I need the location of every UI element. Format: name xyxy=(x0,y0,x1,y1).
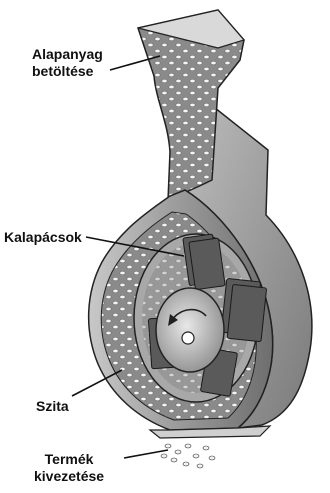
feed-label-line1: Alapanyag xyxy=(32,46,103,63)
rotor-hub xyxy=(182,332,194,344)
output-label-line1: Termék xyxy=(34,451,104,468)
feed-label: Alapanyag betöltése xyxy=(32,46,103,80)
product-particles xyxy=(161,444,215,468)
rotor-disc xyxy=(156,288,224,372)
output-label: Termék kivezetése xyxy=(34,451,104,485)
hammers-label: Kalapácsok xyxy=(4,229,82,246)
screen-label: Szita xyxy=(36,398,69,415)
feed-label-line2: betöltése xyxy=(32,63,103,80)
output-label-line2: kivezetése xyxy=(34,468,104,485)
